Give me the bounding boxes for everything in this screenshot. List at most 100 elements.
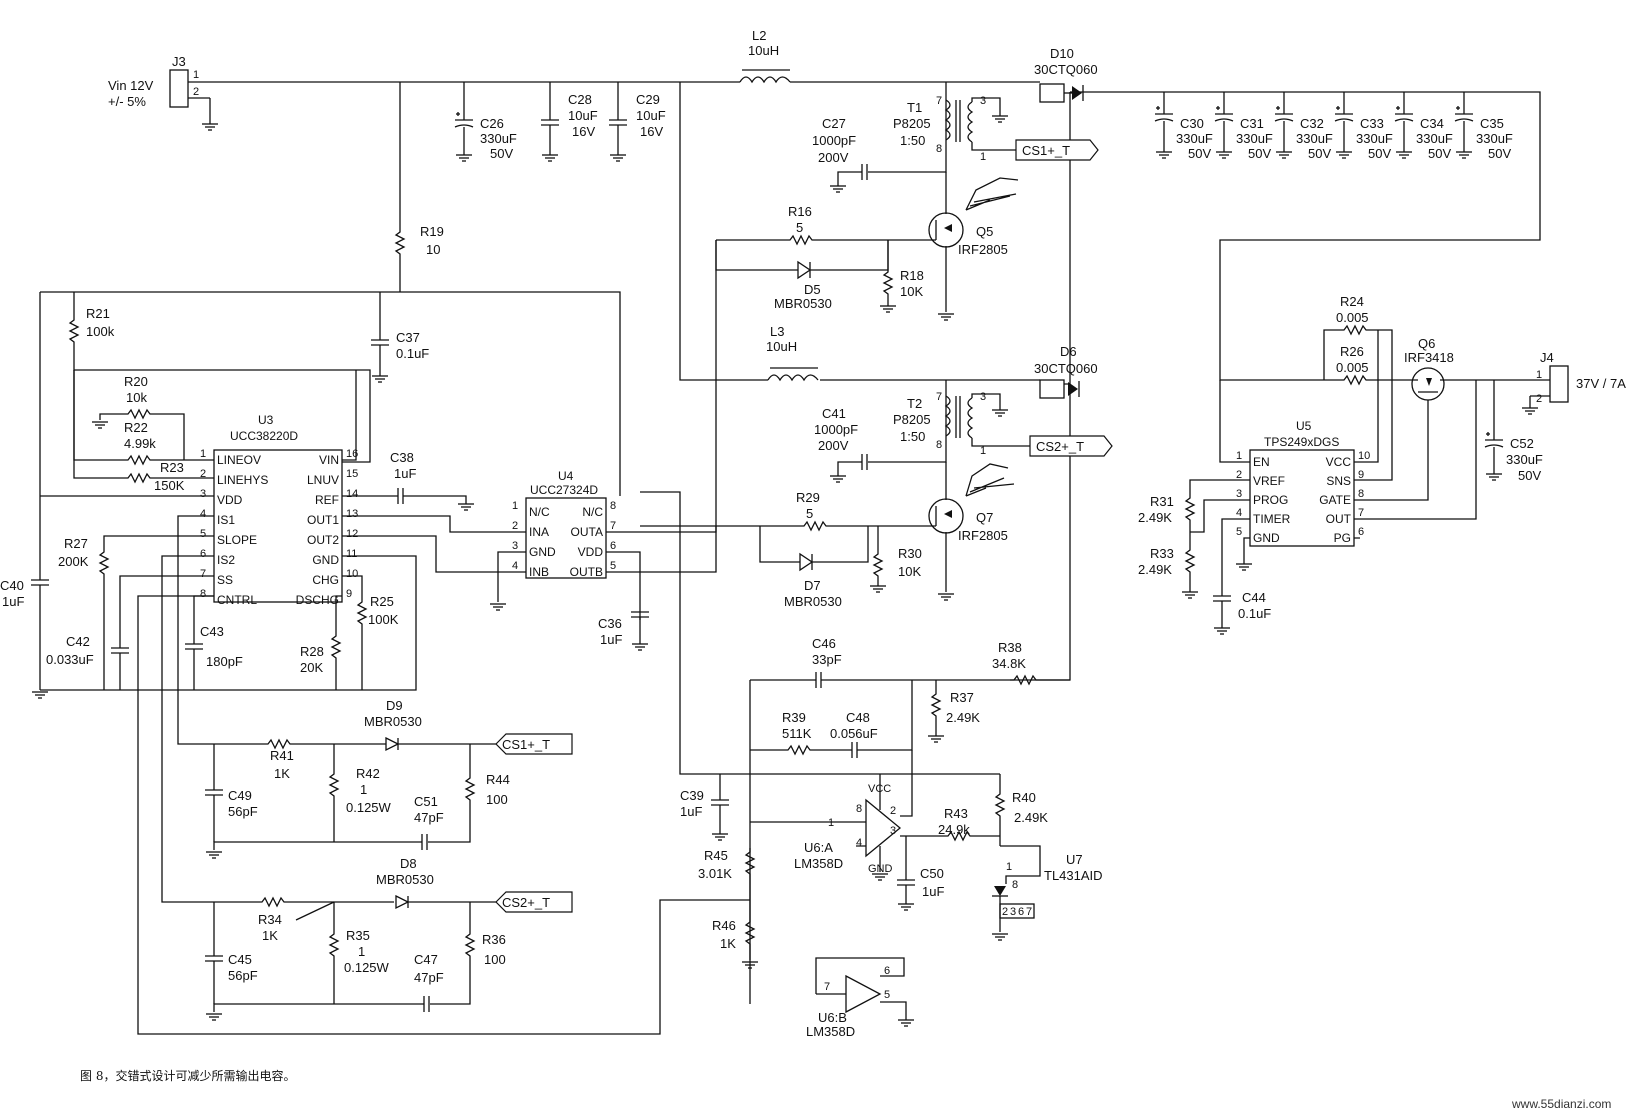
u4-pin-7: 7 xyxy=(610,520,616,532)
svg-text:C52: C52 xyxy=(1510,436,1534,451)
inductor-l2: L2 10uH xyxy=(739,28,791,84)
svg-text:GND: GND xyxy=(868,863,893,875)
svg-text:1: 1 xyxy=(360,782,367,797)
svg-text:R16: R16 xyxy=(788,204,812,219)
svg-text:56pF: 56pF xyxy=(228,804,258,819)
svg-text:U6:A: U6:A xyxy=(804,840,833,855)
svg-text:0.1uF: 0.1uF xyxy=(1238,606,1271,621)
svg-text:D5: D5 xyxy=(804,282,821,297)
svg-text:0.033uF: 0.033uF xyxy=(46,652,94,667)
u4-pin-label: N/C xyxy=(529,505,550,519)
u5-pin-label: VCC xyxy=(1326,455,1352,469)
u4-pin-label: N/C xyxy=(582,505,603,519)
svg-text:U4: U4 xyxy=(558,469,574,483)
svg-text:IRF3418: IRF3418 xyxy=(1404,350,1454,365)
svg-text:C44: C44 xyxy=(1242,590,1266,605)
svg-text:R33: R33 xyxy=(1150,546,1174,561)
svg-text:2.49K: 2.49K xyxy=(1138,510,1172,525)
svg-text:150K: 150K xyxy=(154,478,185,493)
svg-text:R38: R38 xyxy=(998,640,1022,655)
transformer-t2: T2 P8205 1:50 7 8 3 1 xyxy=(893,391,1030,457)
u3-pin-label: CHG xyxy=(312,573,339,587)
svg-text:2.49K: 2.49K xyxy=(1014,810,1048,825)
svg-text:U5: U5 xyxy=(1296,419,1312,433)
svg-text:C34: C34 xyxy=(1420,116,1444,131)
svg-text:34.8K: 34.8K xyxy=(992,656,1026,671)
svg-text:Q5: Q5 xyxy=(976,224,993,239)
svg-text:0.056uF: 0.056uF xyxy=(830,726,878,741)
u5-pin-9: 9 xyxy=(1358,469,1364,481)
mosfet-q7: Q7 IRF2805 xyxy=(925,462,1015,601)
connector-j4: J4 1 2 37V / 7A xyxy=(1521,350,1626,415)
svg-text:R23: R23 xyxy=(160,460,184,475)
u3-pin-label: LINEOV xyxy=(217,453,261,467)
u4-pin-4: 4 xyxy=(512,560,518,572)
u3-pin-8: 8 xyxy=(200,588,206,600)
svg-text:0.125W: 0.125W xyxy=(344,960,390,975)
u3-pin-11: 11 xyxy=(346,548,357,560)
svg-text:180pF: 180pF xyxy=(206,654,243,669)
u4-pin-5: 5 xyxy=(610,560,616,572)
u4-pin-label: INB xyxy=(529,565,549,579)
svg-text:3: 3 xyxy=(1010,906,1016,918)
svg-text:1: 1 xyxy=(358,944,365,959)
svg-text:10uF: 10uF xyxy=(636,108,666,123)
u3-pin-5: 5 xyxy=(200,528,206,540)
svg-text:UCC27324D: UCC27324D xyxy=(530,483,598,497)
svg-text:R43: R43 xyxy=(944,806,968,821)
svg-text:10: 10 xyxy=(426,242,440,257)
svg-text:C36: C36 xyxy=(598,616,622,631)
svg-text:3: 3 xyxy=(890,825,896,837)
svg-text:VCC: VCC xyxy=(868,783,891,795)
svg-text:0.1uF: 0.1uF xyxy=(396,346,429,361)
u4-pin-6: 6 xyxy=(610,540,616,552)
svg-text:2.49K: 2.49K xyxy=(1138,562,1172,577)
svg-text:50V: 50V xyxy=(1428,146,1451,161)
u3-pin-16: 16 xyxy=(346,448,358,460)
u5-pin-6: 6 xyxy=(1358,526,1364,538)
svg-text:100: 100 xyxy=(486,792,508,807)
svg-text:1: 1 xyxy=(828,817,834,829)
svg-text:2: 2 xyxy=(890,805,896,817)
svg-text:C31: C31 xyxy=(1240,116,1264,131)
u5-pin-label: PG xyxy=(1334,531,1351,545)
svg-text:R46: R46 xyxy=(712,918,736,933)
svg-text:10uH: 10uH xyxy=(748,43,779,58)
svg-text:1: 1 xyxy=(980,151,986,163)
svg-text:R22: R22 xyxy=(124,420,148,435)
u3-pin-label: OUT1 xyxy=(307,513,339,527)
svg-text:C50: C50 xyxy=(920,866,944,881)
svg-text:50V: 50V xyxy=(1368,146,1391,161)
tag-cs1-top: CS1+_T xyxy=(1015,139,1099,161)
svg-text:7: 7 xyxy=(936,95,942,107)
svg-text:330uF: 330uF xyxy=(1356,131,1393,146)
svg-text:2: 2 xyxy=(1002,906,1008,918)
u3-pin-10: 10 xyxy=(346,568,358,580)
svg-text:IRF2805: IRF2805 xyxy=(958,242,1008,257)
svg-text:LM358D: LM358D xyxy=(794,856,843,871)
svg-text:C43: C43 xyxy=(200,624,224,639)
svg-text:1:50: 1:50 xyxy=(900,429,925,444)
svg-text:UCC38220D: UCC38220D xyxy=(230,429,298,443)
u3-pin-label: LINEHYS xyxy=(217,473,268,487)
svg-text:TL431AID: TL431AID xyxy=(1044,868,1103,883)
u5-pin-label: GATE xyxy=(1319,493,1351,507)
figure-caption: 图 8，交错式设计可减少所需输出电容。 xyxy=(80,1068,295,1083)
svg-text:R35: R35 xyxy=(346,928,370,943)
svg-text:4: 4 xyxy=(856,837,862,849)
svg-text:R40: R40 xyxy=(1012,790,1036,805)
u3-pin-2: 2 xyxy=(200,468,206,480)
svg-text:50V: 50V xyxy=(1308,146,1331,161)
svg-text:330uF: 330uF xyxy=(1176,131,1213,146)
diode-d6: D6 30CTQ060 xyxy=(1034,344,1098,399)
svg-text:47pF: 47pF xyxy=(414,810,444,825)
